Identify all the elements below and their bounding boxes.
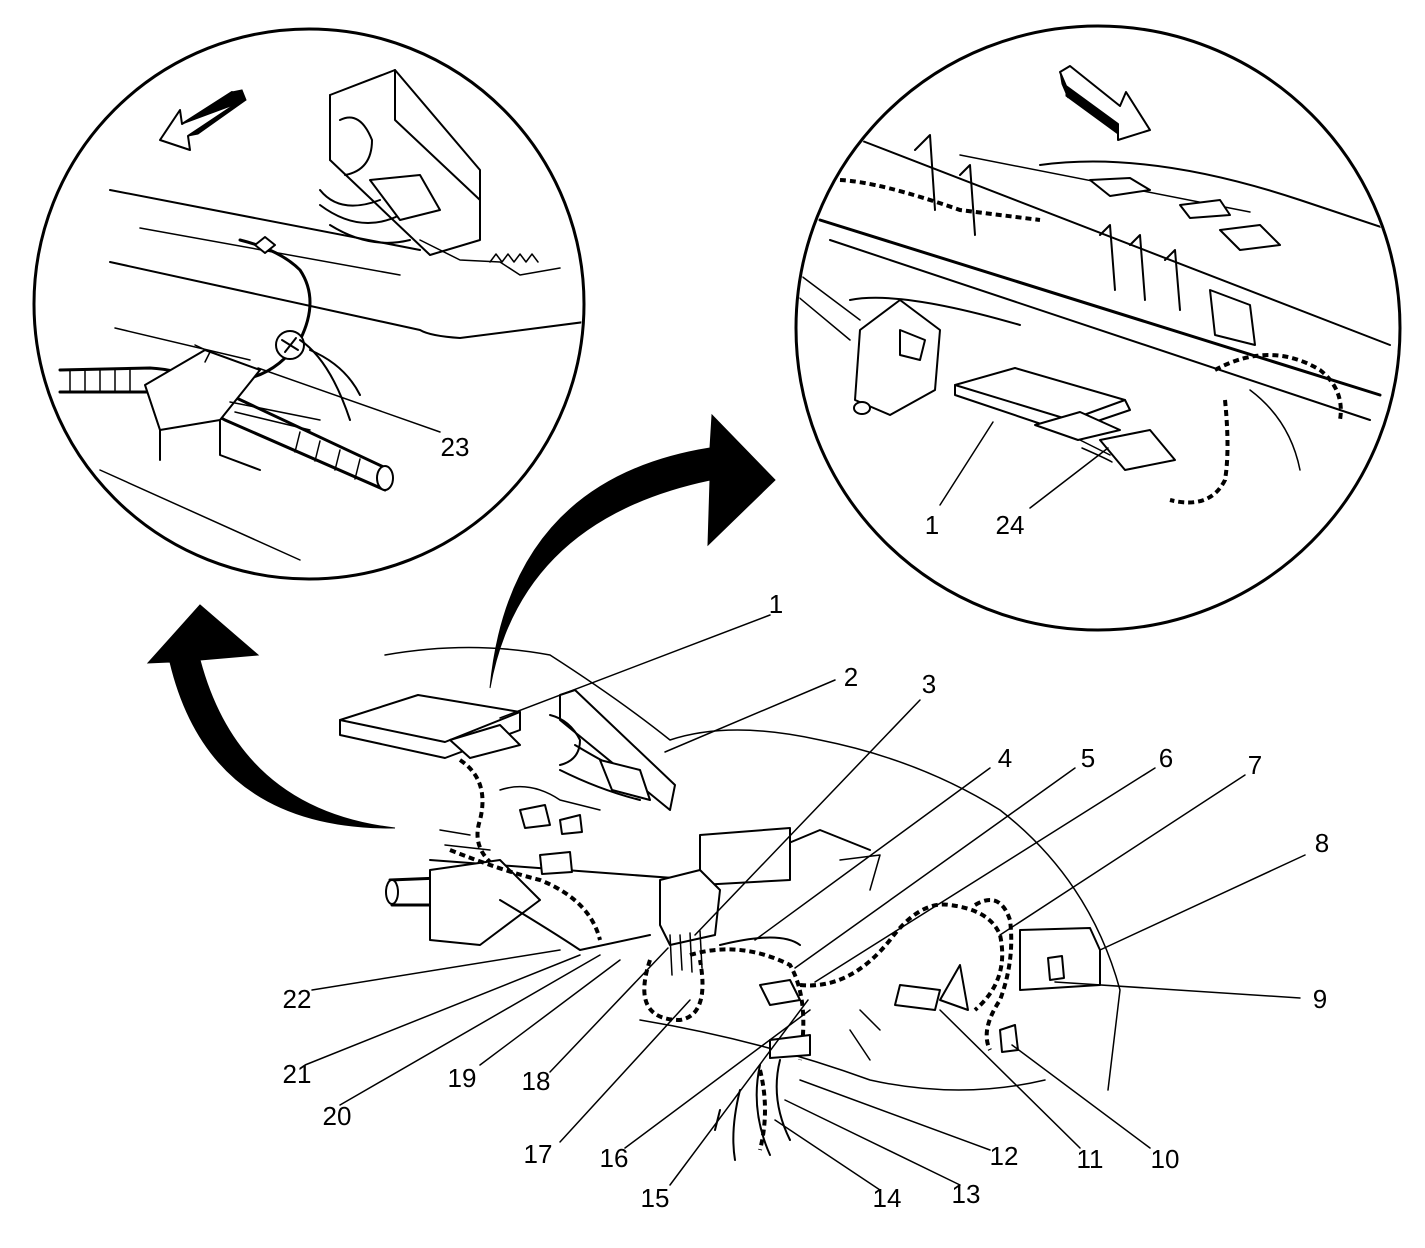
callout-5: 5 bbox=[1081, 743, 1095, 773]
leader-lines bbox=[304, 614, 1306, 1191]
curved-arrow-to-right-detail-icon bbox=[489, 413, 776, 689]
left-detail-view: 23 bbox=[32, 27, 586, 581]
callout-23: 23 bbox=[441, 432, 470, 462]
callout-11: 11 bbox=[1077, 1144, 1104, 1174]
callout-14: 14 bbox=[873, 1183, 902, 1213]
callout-15: 15 bbox=[641, 1183, 670, 1213]
callout-1: 1 bbox=[769, 589, 783, 619]
callout-1-detail: 1 bbox=[925, 510, 939, 540]
callout-12: 12 bbox=[990, 1141, 1019, 1171]
callout-20: 20 bbox=[323, 1101, 352, 1131]
callout-19: 19 bbox=[448, 1063, 477, 1093]
callout-17: 17 bbox=[524, 1139, 553, 1169]
right-detail-view: 1 24 bbox=[794, 24, 1402, 632]
callout-22: 22 bbox=[283, 984, 312, 1014]
callout-13: 13 bbox=[952, 1179, 981, 1209]
callout-24: 24 bbox=[996, 510, 1025, 540]
callout-7: 7 bbox=[1248, 750, 1262, 780]
direction-arrow-left-icon bbox=[159, 89, 247, 151]
callout-6: 6 bbox=[1159, 743, 1173, 773]
callout-3: 3 bbox=[922, 669, 936, 699]
callout-16: 16 bbox=[600, 1143, 629, 1173]
callout-9: 9 bbox=[1313, 984, 1327, 1014]
main-callouts: 1 2 3 4 5 6 7 8 9 10 11 12 13 14 15 16 1… bbox=[283, 589, 1330, 1213]
callout-8: 8 bbox=[1315, 828, 1329, 858]
callout-18: 18 bbox=[522, 1066, 551, 1096]
callout-2: 2 bbox=[844, 662, 858, 692]
callout-21: 21 bbox=[283, 1059, 312, 1089]
direction-arrow-right-icon bbox=[1059, 65, 1151, 141]
main-assembly-view bbox=[339, 646, 1121, 1161]
callout-10: 10 bbox=[1151, 1144, 1180, 1174]
curved-arrow-to-left-detail-icon bbox=[146, 604, 396, 829]
callout-4: 4 bbox=[998, 743, 1012, 773]
